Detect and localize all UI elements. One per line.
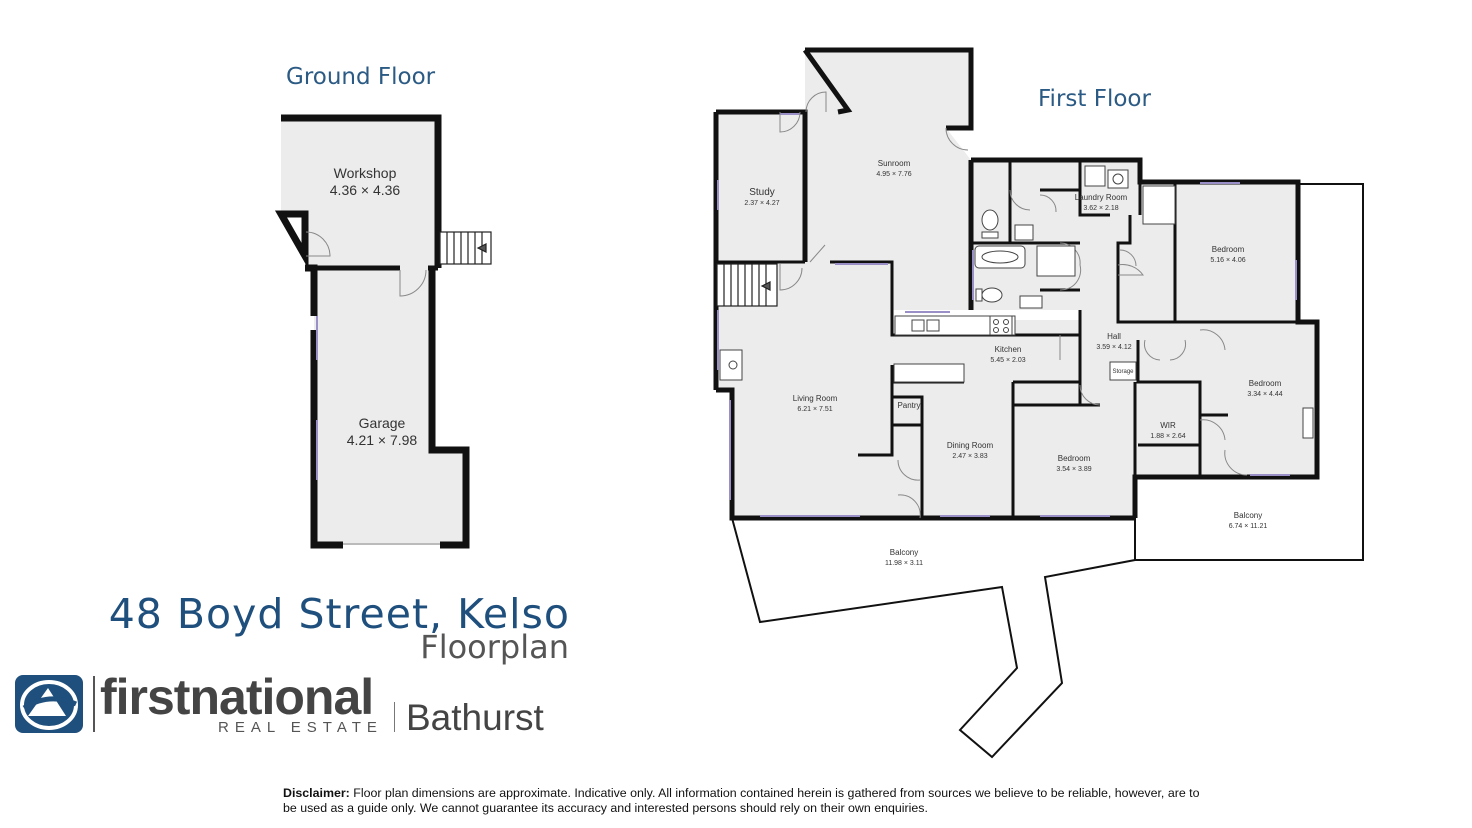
ground-floor-plan xyxy=(274,114,492,549)
ground-floor-heading: Ground Floor xyxy=(286,64,436,90)
brand-name-national: national xyxy=(189,669,374,725)
room-label: Study 2.37 × 4.27 xyxy=(744,187,779,207)
ground-floor-walls xyxy=(274,114,470,549)
room-dimensions: 2.37 × 4.27 xyxy=(744,200,779,207)
room-label: Sunroom 4.95 × 7.76 xyxy=(876,159,911,178)
disclaimer-label: Disclaimer: xyxy=(283,786,350,800)
brand-name-first: first xyxy=(100,669,190,725)
room-name: Storage xyxy=(1112,369,1134,375)
external-stair xyxy=(439,231,492,265)
room-label: Balcony 6.74 × 11.21 xyxy=(1229,511,1268,530)
room-dimensions: 1.88 × 2.64 xyxy=(1150,433,1185,440)
room-label: Living Room 6.21 × 7.51 xyxy=(793,394,838,413)
disclaimer: Disclaimer: Floor plan dimensions are ap… xyxy=(283,786,1203,816)
first-floor-walls xyxy=(713,47,1320,521)
room-dimensions: 6.74 × 11.21 xyxy=(1229,523,1268,530)
door-swings xyxy=(779,91,1248,519)
room-label: Balcony 11.98 × 3.11 xyxy=(885,548,923,567)
room-name: Bedroom xyxy=(1058,454,1091,463)
room-dimensions: 6.21 × 7.51 xyxy=(797,406,832,413)
ground-floor-fill xyxy=(281,118,466,545)
room-name: Hall xyxy=(1107,332,1121,341)
fixtures xyxy=(719,165,1314,439)
room-dimensions: 5.45 × 2.03 xyxy=(990,357,1025,364)
room-name: Pantry xyxy=(897,401,920,410)
room-name: Garage xyxy=(359,415,406,431)
room-label: Bedroom 3.54 × 3.89 xyxy=(1056,454,1091,473)
room-name: Bedroom xyxy=(1249,379,1282,388)
sunroom-fill xyxy=(805,50,971,310)
room-dimensions: 11.98 × 3.11 xyxy=(885,560,923,567)
side-balcony-outline xyxy=(1134,183,1364,561)
room-name: Bedroom xyxy=(1212,245,1245,254)
room-dimensions: 4.95 × 7.76 xyxy=(876,171,911,178)
workshop-door-swing xyxy=(305,231,331,257)
room-label: Bedroom 3.34 × 4.44 xyxy=(1247,379,1282,398)
room-name: Study xyxy=(749,187,775,198)
room-dimensions: 5.16 × 4.06 xyxy=(1210,257,1245,264)
room-dimensions: 3.59 × 4.12 xyxy=(1096,344,1131,351)
property-address: 48 Boyd Street, Kelso xyxy=(108,590,570,638)
windows xyxy=(717,113,1297,517)
room-name: Balcony xyxy=(1234,511,1262,520)
first-floor-plan xyxy=(713,47,1364,759)
room-dimensions: 4.21 × 7.98 xyxy=(347,432,418,448)
brand-divider xyxy=(93,676,95,732)
internal-stair xyxy=(716,263,778,307)
room-name: Workshop xyxy=(334,165,397,181)
room-dimensions: 4.36 × 4.36 xyxy=(330,182,401,198)
first-floor-heading: First Floor xyxy=(1038,86,1151,112)
office-name: Bathurst xyxy=(406,697,544,738)
office-divider xyxy=(394,702,395,732)
first-floor-fill xyxy=(716,112,1135,518)
front-balcony-outline xyxy=(730,517,1136,759)
room-label: WIR 1.88 × 2.64 xyxy=(1150,421,1185,440)
room-name: Kitchen xyxy=(995,345,1022,354)
room-name: Balcony xyxy=(890,548,918,557)
room-label: Bedroom 5.16 × 4.06 xyxy=(1210,245,1245,264)
garage-door-swing xyxy=(399,269,427,297)
room-label: Laundry Room 3.62 × 2.18 xyxy=(1075,193,1128,212)
room-label: Dining Room 2.47 × 3.83 xyxy=(947,441,994,460)
room-label: Storage xyxy=(1112,369,1134,375)
room-name: WIR xyxy=(1160,421,1176,430)
brand-tagline: REAL ESTATE xyxy=(218,719,383,736)
first-national-logo-icon xyxy=(15,675,83,733)
room-name: Living Room xyxy=(793,394,838,403)
room-label: Pantry xyxy=(897,401,920,410)
room-label: Hall 3.59 × 4.12 xyxy=(1096,332,1131,351)
room-name: Dining Room xyxy=(947,441,994,450)
room-name: Laundry Room xyxy=(1075,193,1128,202)
room-dimensions: 2.47 × 3.83 xyxy=(952,453,987,460)
east-wing-fill xyxy=(971,160,1317,477)
floorplan-subtitle: Floorplan xyxy=(420,628,569,666)
room-dimensions: 3.34 × 4.44 xyxy=(1247,391,1282,398)
room-name: Sunroom xyxy=(878,159,911,168)
room-label: Kitchen 5.45 × 2.03 xyxy=(990,345,1025,364)
room-dimensions: 3.62 × 2.18 xyxy=(1083,205,1118,212)
disclaimer-text: Floor plan dimensions are approximate. I… xyxy=(283,786,1200,815)
room-dimensions: 3.54 × 3.89 xyxy=(1056,466,1091,473)
brand-name: firstnational xyxy=(100,669,374,725)
